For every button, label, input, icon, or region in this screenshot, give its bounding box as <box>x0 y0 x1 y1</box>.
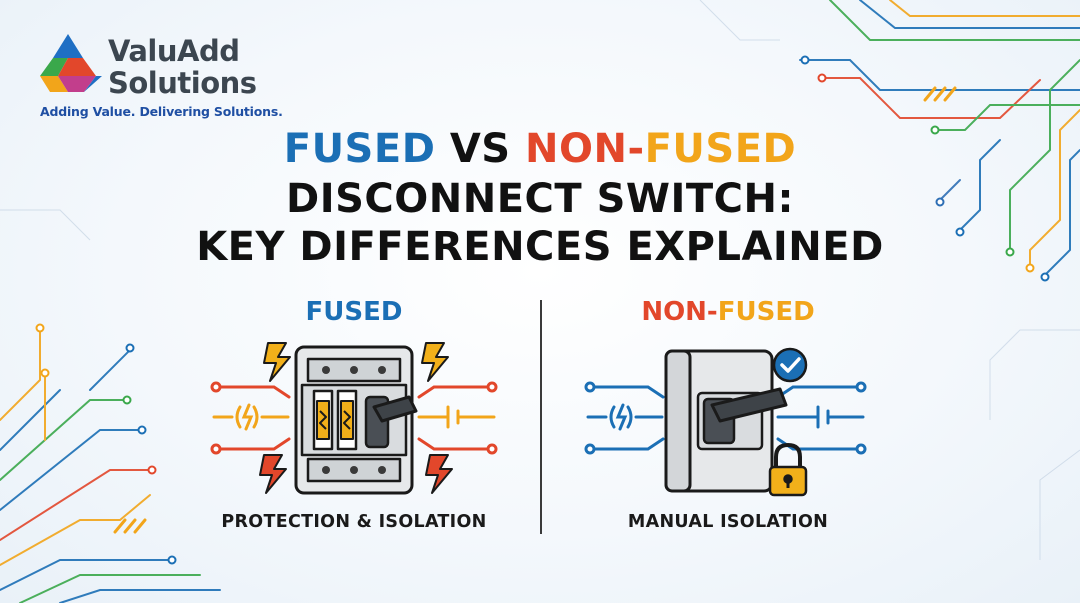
right-title-non: NON- <box>641 297 718 327</box>
logo-mark-icon <box>40 34 102 92</box>
fused-switch-icon <box>294 345 418 495</box>
headline-line2: DISCONNECT SWITCH: <box>285 176 795 222</box>
ac-source-icon <box>584 381 665 455</box>
brand-logo: ValuAdd Solutions Adding Value. Deliveri… <box>38 32 298 127</box>
non-fused-switch-icon <box>664 349 788 493</box>
brand-name-line1: ValuAdd <box>108 34 240 68</box>
check-badge-icon <box>772 347 808 383</box>
panel-divider <box>540 300 542 534</box>
headline-fused2: FUSED <box>644 126 797 172</box>
ac-source-icon <box>210 381 291 455</box>
left-panel-title: FUSED <box>305 297 403 327</box>
headline-line1: FUSED VS NON-FUSED <box>140 126 940 172</box>
right-panel-title: NON-FUSED <box>578 297 878 327</box>
brand-name-line2: Solutions <box>108 66 257 100</box>
non-fused-switch-illustration <box>584 347 867 497</box>
fused-switch-illustration <box>210 342 498 495</box>
headline-fused: FUSED <box>283 126 436 172</box>
padlock-icon <box>768 442 808 497</box>
headline-vs: VS <box>449 126 511 172</box>
right-panel-caption: MANUAL ISOLATION <box>627 512 829 532</box>
brand-tagline: Adding Value. Delivering Solutions. <box>40 104 283 119</box>
dc-battery-icon <box>417 381 498 455</box>
dc-battery-icon <box>776 381 867 455</box>
left-panel-caption: PROTECTION & ISOLATION <box>221 512 487 532</box>
lightning-icon <box>259 342 453 494</box>
headline-line3: KEY DIFFERENCES EXPLAINED <box>196 224 884 270</box>
headline-non: NON- <box>525 126 645 172</box>
right-title-fused: FUSED <box>717 297 815 327</box>
